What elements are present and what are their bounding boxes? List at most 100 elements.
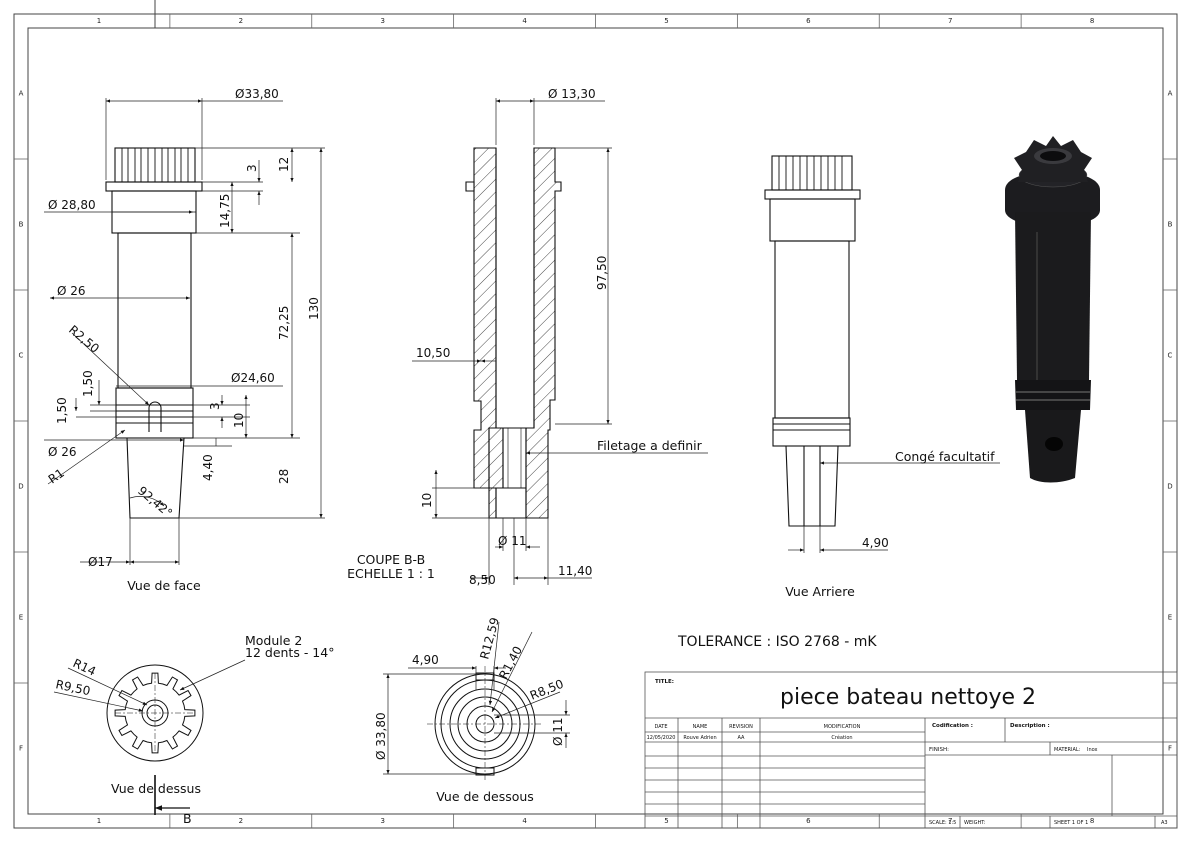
zone-column-label: 2 — [239, 817, 243, 825]
title-block-texts: TITLE: piece bateau nettoye 2 DATE NAME … — [647, 679, 1168, 826]
header-revision: REVISION — [729, 724, 753, 730]
zone-row-label: B — [19, 221, 24, 229]
dim-section-h-10-50: 10,50 — [416, 346, 450, 360]
title-block — [644, 671, 1178, 829]
section-b-b — [465, 147, 562, 519]
zone-column-label: 2 — [239, 17, 243, 25]
dim-bottom-d-33-80: Ø 33,80 — [374, 712, 388, 760]
weight-label: WEIGHT: — [964, 820, 986, 826]
sheet-number: SHEET 1 OF 1 — [1054, 820, 1088, 826]
row-name: Rouve Adrien — [683, 735, 716, 741]
label-conge: Congé facultatif — [895, 449, 995, 464]
zone-column-label: 4 — [522, 17, 527, 25]
zone-column-label: 7 — [948, 817, 952, 825]
zone-ticks — [14, 14, 1177, 828]
section-dimension-lines — [412, 98, 708, 585]
label-module-line1: Module 2 — [245, 633, 302, 648]
section-cut-marker — [154, 775, 190, 815]
zone-row-label: B — [1168, 221, 1173, 229]
zone-row-label: D — [18, 483, 23, 491]
dim-v-3-top: 3 — [245, 164, 259, 172]
zone-row-label: E — [19, 614, 23, 622]
front-view — [105, 147, 203, 519]
top-view-dimension-lines — [53, 659, 246, 712]
zone-column-label: 3 — [380, 817, 384, 825]
dimension-texts: Ø33,80 Ø 28,80 Ø 26 R2,50 1,50 1,50 Ø24,… — [46, 87, 889, 760]
header-modification: MODIFICATION — [824, 724, 861, 730]
dim-section-v-97-50: 97,50 — [595, 256, 609, 290]
dim-v-12: 12 — [277, 157, 291, 172]
dim-bottom-h-4-90: 4,90 — [412, 653, 439, 667]
bottom-view-dimension-lines — [383, 621, 570, 775]
label-filetage: Filetage a definir — [597, 438, 703, 453]
description-label: Description : — [1010, 723, 1050, 729]
dim-v-72-25: 72,25 — [277, 306, 291, 340]
rear-dimension-lines — [788, 461, 1000, 553]
label-section-marker: B — [183, 811, 192, 826]
dim-bottom-r-8-50: R8,50 — [528, 677, 566, 703]
row-date: 12/05/2020 — [647, 735, 676, 741]
dim-d-26-bottom: Ø 26 — [48, 445, 77, 459]
zone-column-label: 6 — [806, 17, 811, 25]
title-label: TITLE: — [655, 679, 674, 685]
isometric-part-render — [1005, 136, 1100, 483]
drawing-title: piece bateau nettoye 2 — [780, 685, 1036, 710]
dim-section-h-8-50: 8,50 — [469, 573, 496, 587]
zone-column-label: 7 — [948, 17, 952, 25]
row-modification: Création — [831, 734, 852, 741]
finish-label: FINISH: — [929, 747, 949, 753]
dim-v-14-75: 14,75 — [218, 194, 232, 228]
zone-row-label: A — [19, 90, 24, 98]
material-label: MATERIAL: — [1054, 747, 1081, 753]
dim-section-v-10: 10 — [420, 493, 434, 508]
zone-column-label: 4 — [522, 817, 527, 825]
zone-column-label: 1 — [97, 817, 101, 825]
dim-v-130: 130 — [307, 297, 321, 320]
gear-teeth — [121, 148, 189, 182]
dim-v-28: 28 — [277, 469, 291, 484]
label-vue-dessous: Vue de dessous — [436, 789, 534, 804]
dim-bottom-r-12-59: R12,59 — [477, 616, 502, 661]
zone-row-label: E — [1168, 614, 1172, 622]
header-name: NAME — [693, 724, 708, 730]
top-view-gear — [106, 664, 204, 762]
dim-bottom-d-11: Ø 11 — [551, 717, 565, 746]
dim-section-h-11-40: 11,40 — [558, 564, 592, 578]
dim-section-d-11: Ø 11 — [498, 534, 527, 548]
label-tolerance: TOLERANCE : ISO 2768 - mK — [677, 634, 877, 650]
rear-view — [764, 155, 861, 527]
dim-v-1-50: 1,50 — [81, 370, 95, 397]
dim-v-3-mid: 3 — [208, 402, 222, 410]
dim-d-26-top: Ø 26 — [57, 284, 86, 298]
dim-v-4-40: 4,40 — [201, 454, 215, 481]
zone-column-label: 8 — [1090, 817, 1094, 825]
zone-row-label: F — [19, 745, 23, 753]
zone-row-label: C — [19, 352, 24, 360]
scale: SCALE: 1:5 — [929, 820, 956, 826]
label-module-line2: 12 dents - 14° — [245, 645, 334, 660]
dim-bottom-r-1-40: R1,40 — [496, 644, 525, 682]
dim-rear-h-4-90: 4,90 — [862, 536, 889, 550]
material-value: Inox — [1087, 747, 1098, 753]
label-vue-face: Vue de face — [127, 578, 201, 593]
front-dimension-lines — [44, 98, 325, 565]
dim-d-28-80: Ø 28,80 — [48, 198, 96, 212]
zone-column-label: 1 — [97, 17, 101, 25]
label-coupe-line1: COUPE B-B — [357, 552, 425, 567]
dim-angle: 92,42° — [135, 484, 175, 521]
zone-row-label: D — [1167, 483, 1172, 491]
sheet-size: A3 — [1161, 820, 1168, 826]
label-vue-arriere: Vue Arriere — [785, 584, 855, 599]
dim-v-1-50b: 1,50 — [55, 397, 69, 424]
view-labels: Vue de face COUPE B-B ECHELLE 1 : 1 Vue … — [111, 438, 995, 826]
label-coupe-line2: ECHELLE 1 : 1 — [347, 566, 435, 581]
dim-top-r-9-50: R9,50 — [54, 677, 91, 698]
zone-row-label: A — [1168, 90, 1173, 98]
dim-v-10: 10 — [232, 413, 246, 428]
header-date: DATE — [654, 724, 667, 730]
label-vue-dessus: Vue de dessus — [111, 781, 201, 796]
zone-column-label: 8 — [1090, 17, 1094, 25]
zone-row-label: F — [1168, 745, 1172, 753]
